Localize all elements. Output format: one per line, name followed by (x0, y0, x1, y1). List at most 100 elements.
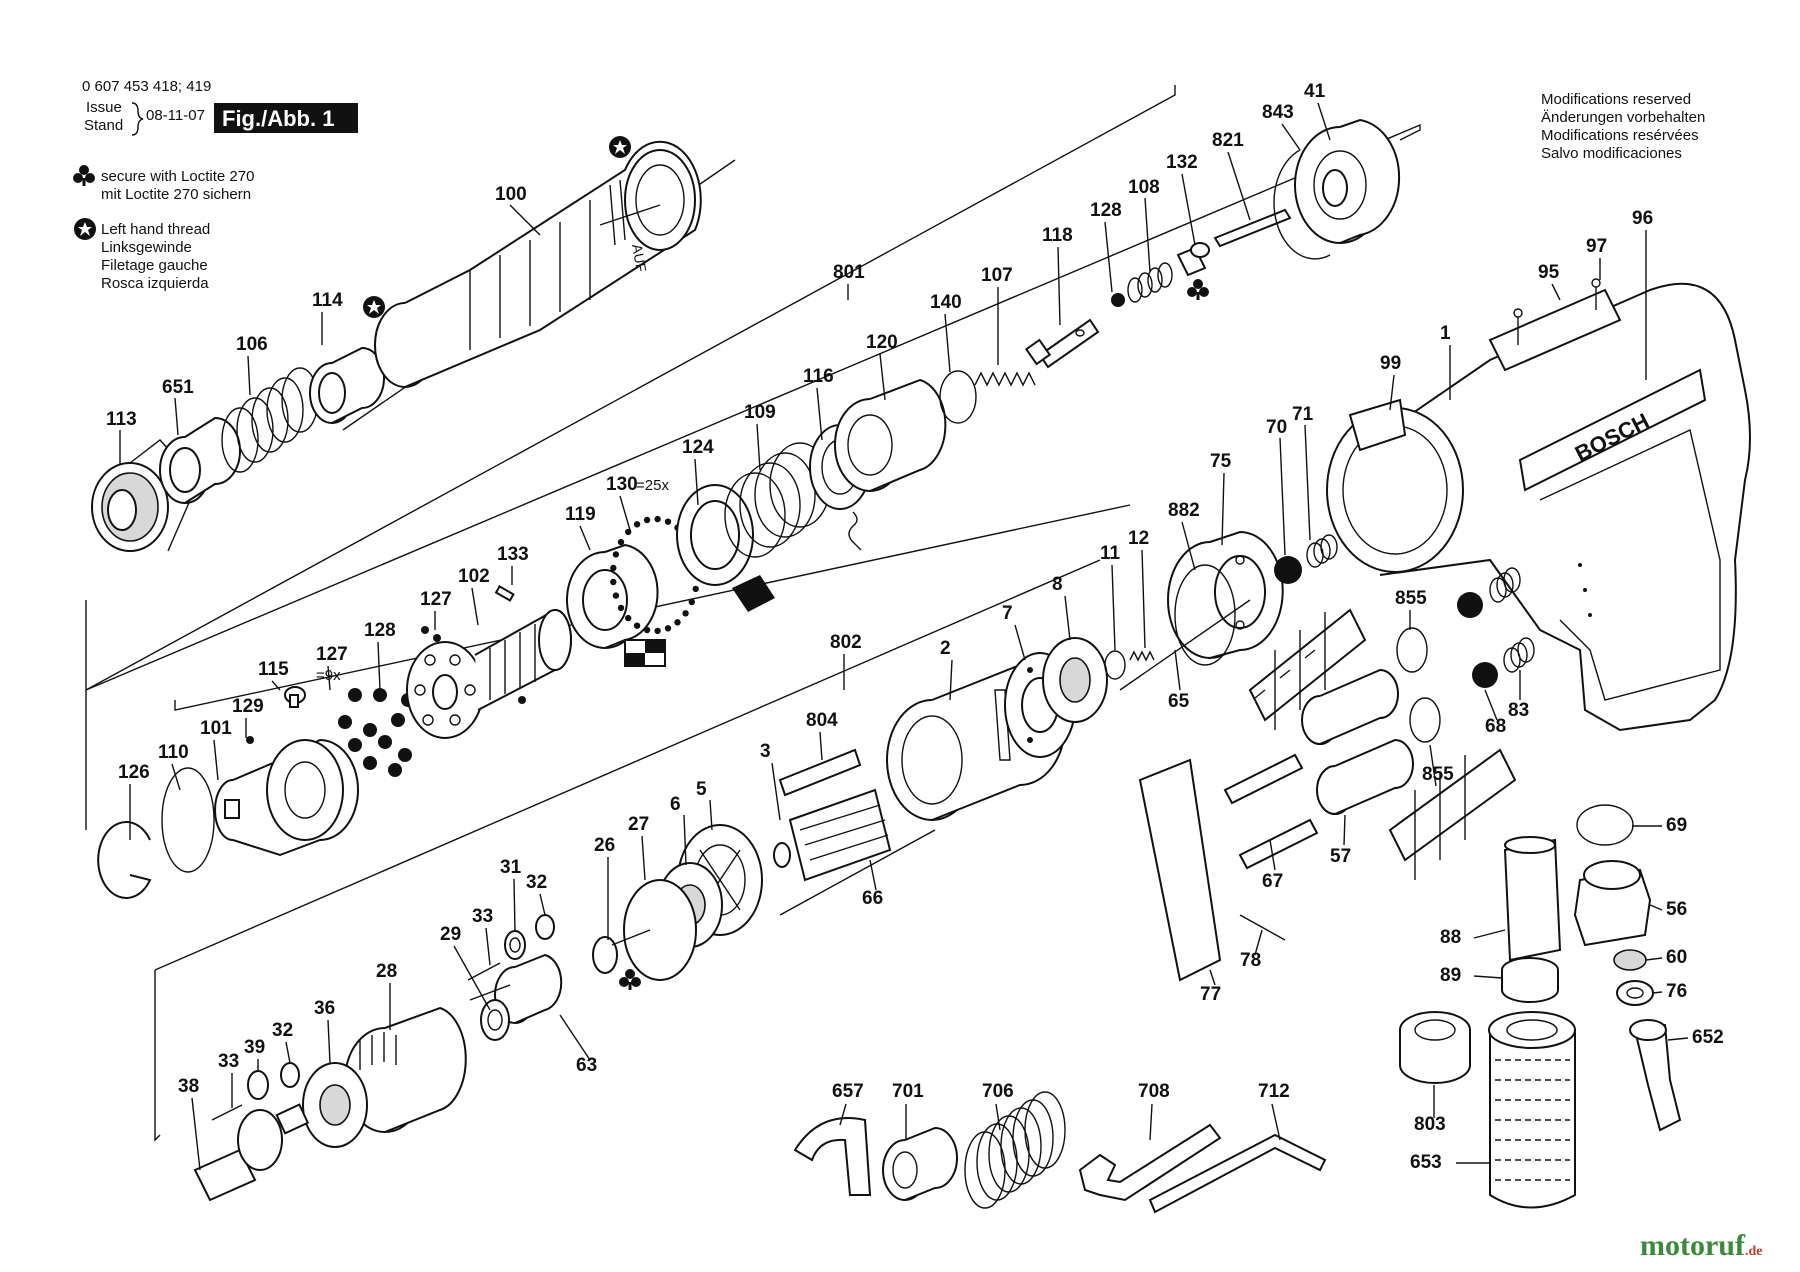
leader-line (1645, 957, 1663, 961)
part-numbers: 0 607 453 418; 419 (82, 78, 211, 95)
callout-3: 3 (760, 741, 771, 762)
part-56-plug (1573, 860, 1652, 947)
callout-89: 89 (1440, 965, 1461, 986)
ball-130 (617, 538, 625, 546)
callout-2: 2 (940, 638, 951, 659)
black-flag-icon (732, 575, 775, 612)
callout-113: 113 (106, 409, 137, 430)
callout-33b: 33 (218, 1051, 239, 1072)
part-102-collet (406, 608, 572, 739)
part-100-spindle-housing: AUF (374, 140, 702, 388)
leader-lines (119, 102, 1689, 1171)
part-651-sleeve (159, 416, 241, 504)
ball-130 (610, 578, 617, 586)
callout-657: 657 (832, 1081, 864, 1102)
part-57-valve-bushing (1316, 738, 1414, 815)
leader-line (174, 397, 179, 436)
callout-65: 65 (1168, 691, 1190, 712)
callout-63: 63 (576, 1055, 597, 1076)
part-12-spring (1129, 650, 1155, 662)
part-855-o-ring (1396, 627, 1428, 673)
callout-115: 115 (258, 659, 289, 680)
leader-line (1484, 689, 1498, 721)
leader-line (683, 814, 687, 866)
callout-129: 129 (232, 696, 264, 717)
leader-line (1429, 744, 1437, 787)
callout-109: 109 (744, 402, 776, 423)
ball-130 (612, 592, 620, 599)
callout-67: 67 (1262, 871, 1283, 892)
part-108-spring (1127, 262, 1173, 303)
ball-130 (664, 518, 672, 525)
callout-41: 41 (1304, 81, 1326, 102)
leader-line (513, 878, 516, 933)
callout-8: 8 (1052, 574, 1063, 595)
part-107-spring (974, 371, 1036, 387)
part-99-clip (1348, 398, 1407, 452)
callout-114: 114 (312, 290, 343, 311)
modifications-en: Modifications reserved (1541, 91, 1691, 108)
callout-101: 101 (200, 718, 232, 739)
part-71-spring (1306, 534, 1338, 568)
left-thread-icon (609, 136, 631, 158)
leader-line (879, 353, 886, 401)
callout-99: 99 (1380, 353, 1401, 374)
callout-653: 653 (1410, 1152, 1442, 1173)
part-69-o-ring (1576, 804, 1634, 846)
leader-line (1144, 197, 1151, 273)
leader-line (819, 731, 823, 761)
leader-line (949, 659, 953, 701)
callout-labels: 100 114 106 651 113 41 843 821 132 108 1… (106, 81, 1724, 1173)
callout-127: 127 (420, 589, 452, 610)
part-114-bush (309, 346, 385, 424)
valve-bushing-upper (1301, 668, 1399, 745)
loctite-icon (619, 969, 641, 990)
leader-line (559, 1014, 591, 1061)
callout-127b: 127 (316, 644, 348, 665)
leader-line (247, 355, 251, 396)
leader-line (1269, 839, 1276, 871)
leader-line (1343, 814, 1346, 846)
leader-line (1473, 975, 1503, 979)
leader-line (995, 1103, 1001, 1131)
ball (1457, 592, 1483, 618)
leader-line (641, 835, 646, 881)
ball-130 (625, 614, 632, 622)
part-119-ring (566, 543, 659, 649)
issue-label: Issue (86, 99, 122, 116)
leader-line (1652, 991, 1663, 994)
leader-line (1149, 1103, 1153, 1141)
callout-66: 66 (862, 888, 883, 909)
watermark: motoruf.de (1640, 1229, 1762, 1262)
part-804-vanes (778, 748, 862, 797)
leader-line (1014, 624, 1026, 661)
callout-108: 108 (1128, 177, 1160, 198)
modifications-de: Änderungen vorbehalten (1541, 109, 1705, 126)
callout-118: 118 (1042, 225, 1073, 246)
callout-36: 36 (314, 998, 335, 1019)
part-803-adapter (1399, 1011, 1471, 1084)
callout-26: 26 (594, 835, 615, 856)
part-133-pin (494, 585, 515, 602)
leader-line (1111, 564, 1116, 651)
part-124-ring (676, 484, 754, 586)
part-701-sleeve (882, 1126, 958, 1201)
part-77-lever (1138, 758, 1222, 982)
leader-line (271, 680, 281, 691)
part-113-knurled-nut (91, 439, 199, 552)
part-118-pin (1024, 318, 1100, 369)
part-75-cover (1167, 530, 1284, 659)
callout-821: 821 (1212, 130, 1244, 151)
loctite-text-en: secure with Loctite 270 (101, 168, 254, 185)
callout-651: 651 (162, 377, 194, 398)
part-39-gear (247, 1070, 269, 1100)
part-132-screw (1176, 242, 1210, 277)
callout-69: 69 (1666, 815, 1687, 836)
part-32-gear (535, 914, 555, 940)
part-3-rotor (773, 788, 892, 882)
part-78-pin (1239, 914, 1286, 941)
callout-7: 7 (1002, 603, 1013, 624)
part-706-spring (964, 1091, 1066, 1209)
ball-130 (633, 521, 641, 528)
